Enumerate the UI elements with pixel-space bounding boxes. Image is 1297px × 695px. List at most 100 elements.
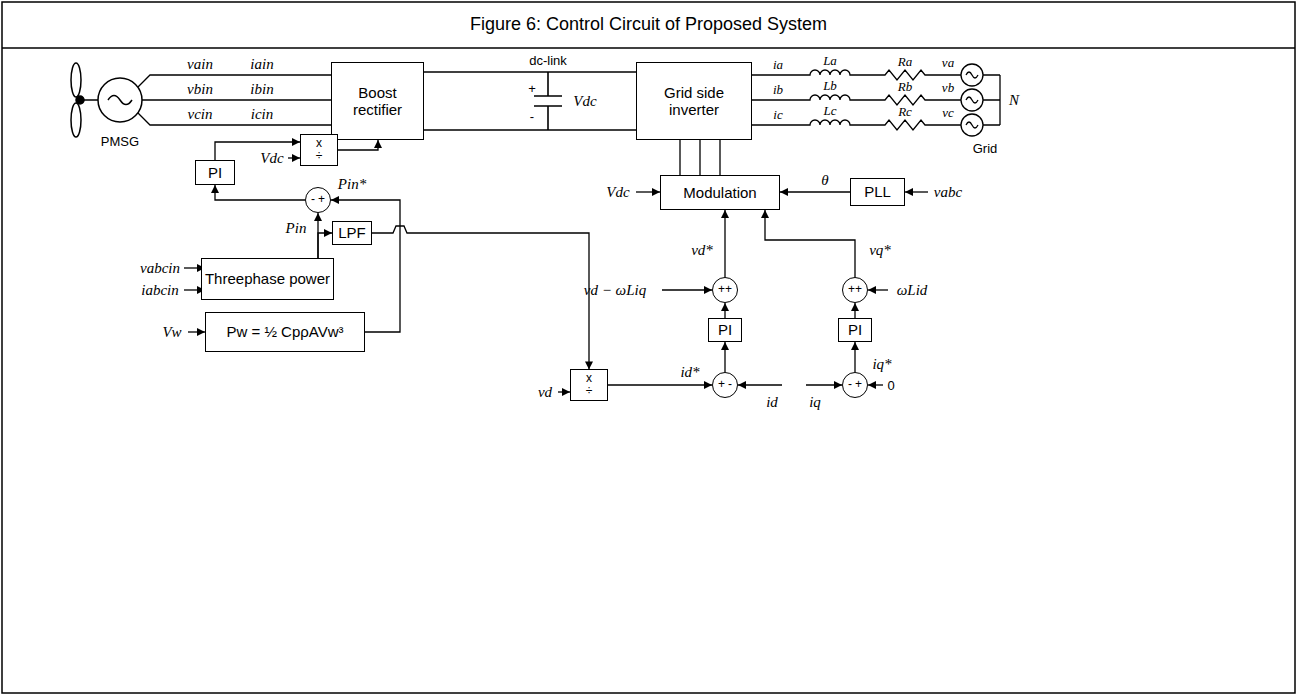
operator-sign: + — [855, 283, 862, 297]
signal-label: vd − ωLiq — [584, 283, 646, 298]
signal-connector — [854, 303, 855, 318]
signal-label: N — [1009, 93, 1019, 108]
block-label: Pw = ½ CpρAVw³ — [226, 323, 343, 340]
summing-junction: ++ — [842, 277, 868, 303]
signal-connector — [724, 210, 725, 277]
signal-label: vabc — [934, 185, 962, 200]
modulation-box: Modulation — [660, 175, 780, 210]
signal-label: vd* — [691, 243, 713, 258]
sine-symbol — [966, 97, 978, 103]
operator-sign: ÷ — [316, 150, 323, 163]
summing-junction: ++ — [712, 277, 738, 303]
signal-label: vq* — [869, 243, 891, 258]
pmsg-symbol — [71, 63, 142, 137]
pll-box: PLL — [850, 178, 905, 206]
rectifier-box: Boost rectifier — [331, 62, 424, 140]
summing-junction: -+ — [842, 372, 868, 398]
signal-connector — [338, 140, 378, 150]
signal-connector — [724, 342, 725, 372]
pi-controller: PI — [195, 160, 235, 185]
operator-sign: + — [848, 283, 855, 297]
signal-label: Lc — [824, 104, 837, 117]
summing-junction: -+ — [305, 187, 331, 213]
operator-sign: - — [728, 378, 732, 392]
title-text: Figure 6: Control Circuit of Proposed Sy… — [470, 14, 827, 35]
signal-label: vb — [942, 81, 954, 94]
signal-connector — [215, 185, 305, 200]
signal-connector — [318, 233, 332, 258]
multiplier-box: x÷ — [570, 369, 608, 400]
signal-connector — [680, 140, 720, 175]
signal-label: Vdc — [606, 185, 629, 200]
operator-sign: + — [318, 193, 325, 207]
block-label: PI — [208, 164, 222, 181]
block-label: PI — [718, 321, 732, 338]
signal-label: Vdc — [260, 151, 283, 166]
operator-sign: + — [725, 283, 732, 297]
neutral-wire — [999, 75, 1000, 125]
signal-label: ic — [773, 108, 782, 121]
operator-sign: x — [316, 137, 322, 150]
signal-label: iq — [809, 395, 821, 410]
signal-label: dc-link — [529, 54, 567, 67]
signal-label: Rb — [898, 80, 912, 93]
signal-label: La — [823, 54, 837, 67]
signal-label: va — [942, 56, 954, 69]
signal-label: Rc — [898, 105, 912, 118]
signal-label: vc — [942, 106, 954, 119]
title-rule — [2, 47, 1295, 49]
block-label: PI — [848, 321, 862, 338]
signal-label: icin — [251, 107, 274, 122]
filter-box: LPF — [332, 221, 372, 244]
block-label: Grid side inverter — [637, 84, 751, 119]
signal-label: vain — [187, 57, 213, 72]
block-label: Threephase power — [205, 270, 330, 287]
signal-label: iain — [250, 57, 273, 72]
signal-label: + — [528, 82, 536, 95]
signal-label: Grid — [973, 142, 998, 155]
multiplier-box: x÷ — [300, 134, 338, 165]
grid-filter-and-sources — [748, 64, 1000, 136]
operator-sign: ÷ — [586, 385, 593, 398]
sine-symbol — [966, 72, 978, 78]
dc-link-wires — [420, 72, 640, 130]
signal-label: Vw — [162, 325, 181, 340]
operator-sign: + — [718, 283, 725, 297]
signal-label: ωLid — [897, 283, 928, 298]
signal-label: iabcin — [141, 283, 179, 298]
signal-label: Vdc — [573, 94, 596, 109]
signal-connector — [215, 142, 300, 160]
operator-sign: x — [586, 372, 592, 385]
sine-symbol — [966, 122, 978, 128]
inverter-box: Grid side inverter — [636, 62, 752, 140]
block-label: Boost rectifier — [332, 84, 423, 119]
signal-label: Pin — [286, 221, 307, 236]
signal-label: ia — [773, 58, 783, 71]
signal-connector — [608, 384, 712, 385]
signal-label: vd — [538, 385, 552, 400]
block-label: LPF — [338, 224, 366, 241]
signal-label: id — [766, 395, 778, 410]
pi-controller: PI — [708, 318, 742, 342]
signal-label: vcin — [188, 107, 213, 122]
summing-junction: +- — [712, 372, 738, 398]
block-label: Modulation — [683, 184, 756, 201]
signal-label: - — [530, 110, 534, 123]
signal-connector — [780, 191, 850, 192]
signal-label: PMSG — [101, 135, 139, 148]
signal-label: ibin — [250, 82, 273, 97]
signal-label: id* — [680, 365, 699, 380]
signal-label: vbin — [187, 82, 213, 97]
figure-title: Figure 6: Control Circuit of Proposed Sy… — [0, 0, 1297, 48]
signal-label: 0 — [887, 379, 894, 392]
grid-source — [961, 114, 983, 136]
signal-label: vabcin — [140, 261, 180, 276]
block-label: PLL — [864, 183, 891, 200]
signal-label: Pin* — [338, 177, 366, 192]
signal-label: ib — [773, 83, 783, 96]
power-calc-box: Threephase power — [201, 258, 334, 300]
grid-source — [961, 64, 983, 86]
signal-connector — [724, 303, 725, 318]
